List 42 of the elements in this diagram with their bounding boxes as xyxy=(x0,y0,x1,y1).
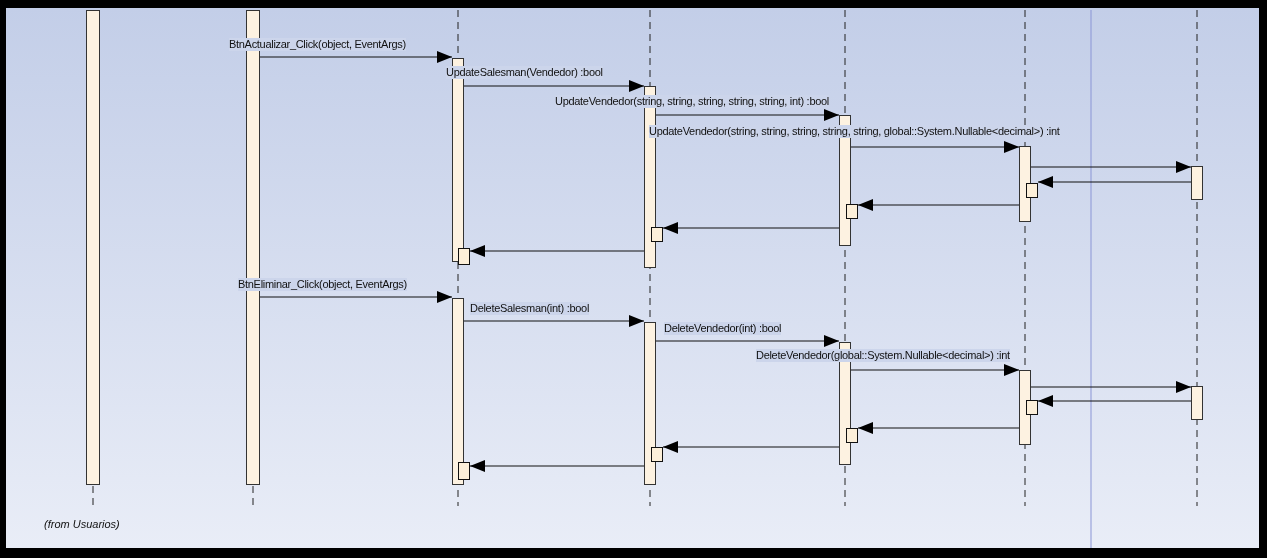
activation-bar xyxy=(644,322,656,485)
message-arrow xyxy=(655,109,840,121)
message-label: BtnEliminar_Click(object, EventArgs) xyxy=(238,278,407,291)
return-activation-box xyxy=(458,248,470,265)
message-label: DeleteSalesman(int) :bool xyxy=(470,302,590,315)
message-label: BtnActualizar_Click(object, EventArgs) xyxy=(229,38,406,51)
message-arrow xyxy=(259,51,453,63)
message-arrow xyxy=(857,199,1020,211)
message-arrow xyxy=(662,441,840,453)
message-arrow xyxy=(1030,381,1192,393)
message-arrow xyxy=(850,364,1020,376)
return-activation-box xyxy=(458,462,470,480)
activation-bar xyxy=(1191,386,1203,420)
activation-bar xyxy=(1019,370,1031,445)
return-activation-box xyxy=(846,428,858,443)
message-arrow xyxy=(655,335,840,347)
note-text: (from Usuarios) xyxy=(44,517,120,532)
message-arrow xyxy=(857,422,1020,434)
message-arrow xyxy=(1030,161,1192,173)
message-arrow xyxy=(662,222,840,234)
message-label: DeleteVendedor(int) :bool xyxy=(664,322,782,335)
activation-bar xyxy=(1191,166,1203,200)
message-arrow xyxy=(463,80,645,92)
return-activation-box xyxy=(1026,183,1038,198)
activation-bar xyxy=(86,10,100,485)
return-activation-box xyxy=(1026,400,1038,415)
activation-bar xyxy=(1019,146,1031,222)
activation-bar xyxy=(452,298,464,485)
message-arrow xyxy=(469,245,645,257)
message-arrow xyxy=(259,291,453,303)
return-activation-box xyxy=(846,204,858,219)
message-arrow xyxy=(463,315,645,327)
message-arrow xyxy=(850,141,1020,153)
message-arrow xyxy=(1037,395,1192,407)
message-label: UpdateVendedor(string, string, string, string, string, int) :bool xyxy=(555,95,829,108)
message-arrow xyxy=(469,460,645,472)
message-label: UpdateVendedor(string, string, string, string, string, global::System.Nullable<decimal>) :int xyxy=(649,125,1060,138)
return-activation-box xyxy=(651,227,663,242)
message-label: DeleteVendedor(global::System.Nullable<decimal>) :int xyxy=(756,349,1010,362)
message-label: UpdateSalesman(Vendedor) :bool xyxy=(446,66,603,79)
return-activation-box xyxy=(651,447,663,462)
message-arrow xyxy=(1037,176,1192,188)
